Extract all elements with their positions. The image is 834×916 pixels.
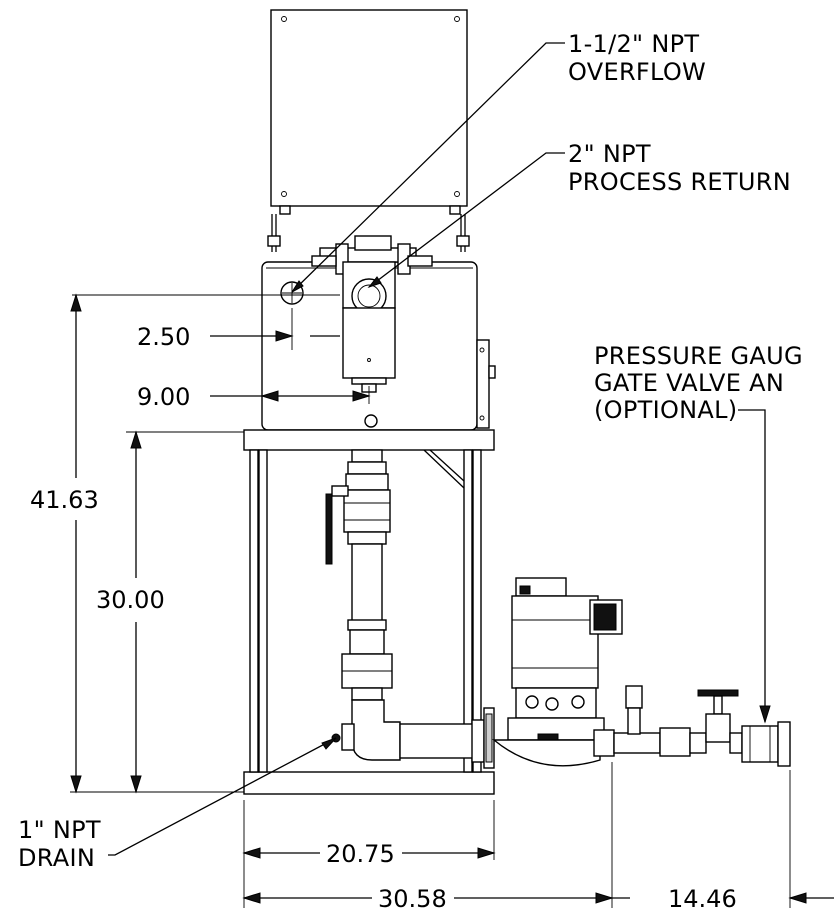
discharge-piping	[593, 685, 791, 767]
drain-callout-line1: 1" NPT	[18, 816, 101, 844]
dimension-frame-width: 20.75	[326, 840, 395, 868]
process-return-callout-line1: 2" NPT	[568, 140, 651, 168]
overflow-callout-line1: 1-1/2" NPT	[568, 30, 699, 58]
dimension-overflow-offset: 2.50	[137, 323, 190, 351]
drain-callout-line2: DRAIN	[18, 844, 95, 872]
reservoir-tank	[261, 235, 496, 431]
stand-frame	[243, 429, 495, 795]
process-return-callout-line2: PROCESS RETURN	[568, 168, 791, 196]
pressure-gauge-callout-line1: PRESSURE GAUG	[594, 342, 803, 370]
dimension-overall-width: 30.58	[378, 885, 447, 913]
dimension-stand-height: 30.00	[96, 586, 165, 614]
callout-leaders	[108, 42, 771, 856]
pressure-gauge-callout-line3: (OPTIONAL)	[594, 396, 737, 424]
dimension-pump-extension: 14.46	[668, 885, 737, 913]
dimension-lines	[70, 293, 834, 908]
dimension-return-offset: 9.00	[137, 383, 190, 411]
pressure-gauge-callout-line2: GATE VALVE AN	[594, 369, 784, 397]
pump	[492, 577, 623, 767]
control-box	[267, 9, 470, 252]
dimension-overall-height: 41.63	[30, 486, 99, 514]
overflow-callout-line2: OVERFLOW	[568, 58, 706, 86]
suction-piping	[325, 449, 495, 769]
